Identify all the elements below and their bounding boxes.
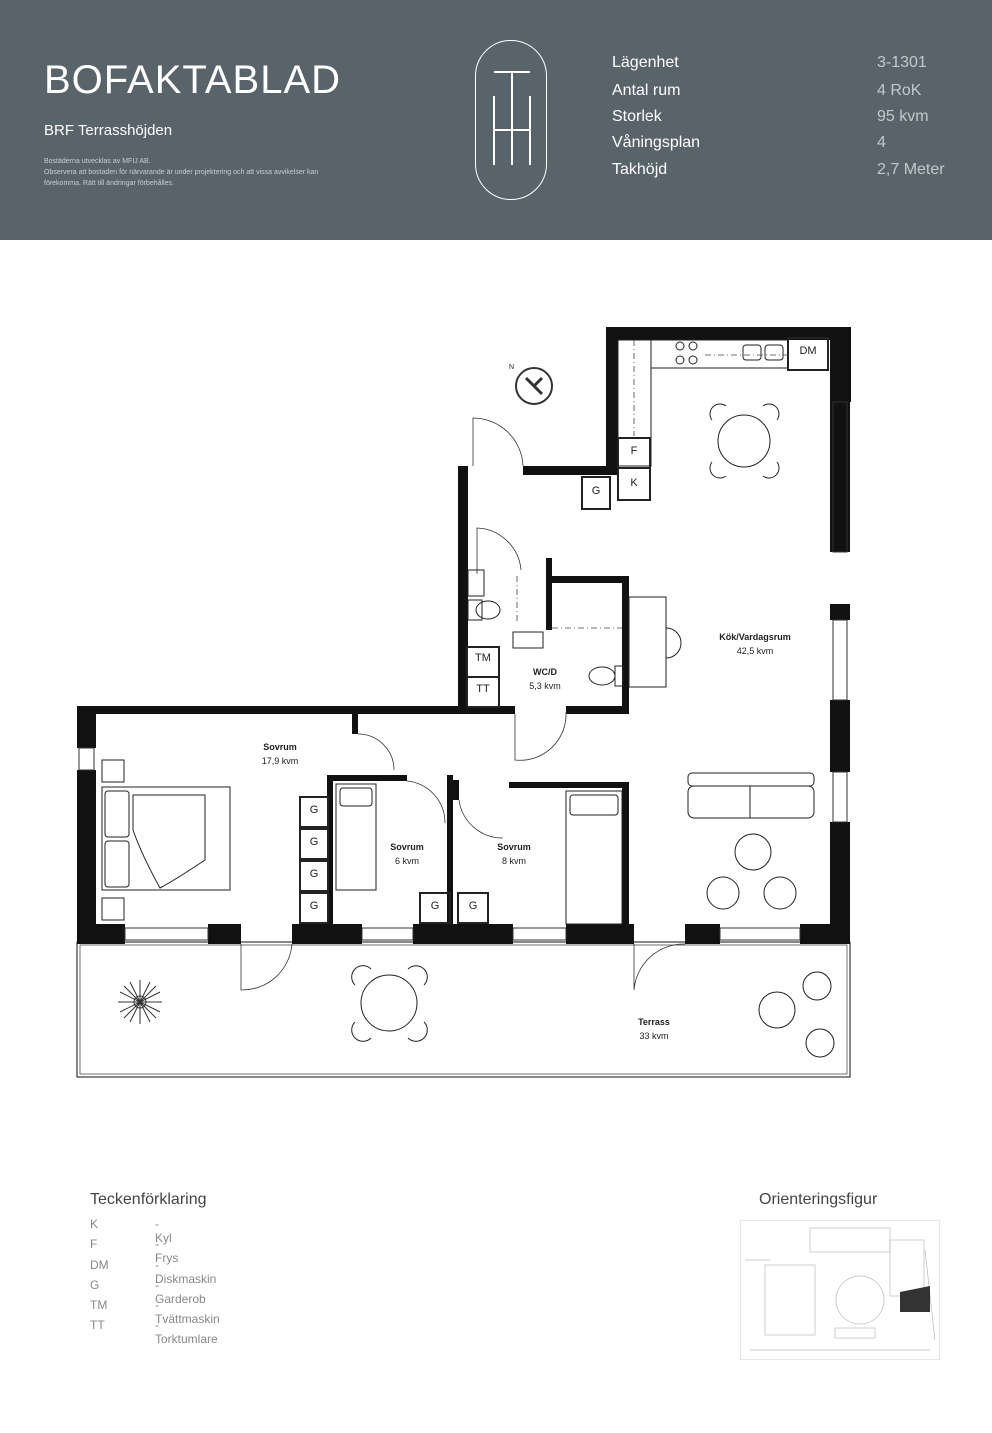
fact-row: Lägenhet 3-1301: [612, 54, 952, 78]
room-area: 33 kvm: [639, 1031, 669, 1041]
fact-value: 3-1301: [877, 54, 927, 71]
legend-desc: - Garderob: [155, 1277, 206, 1306]
fact-row: Storlek 95 kvm: [612, 108, 952, 132]
legend-abbr: TT: [90, 1318, 105, 1333]
legend-desc: - Torktumlare: [155, 1318, 218, 1347]
room-name: Sovrum: [263, 742, 297, 752]
header: BOFAKTABLAD BRF Terrasshöjden Bostäderna…: [0, 0, 992, 240]
plant-icon: [118, 980, 162, 1024]
room-label: Sovrum 8 kvm: [484, 842, 544, 866]
tag-k: K: [630, 477, 638, 489]
legend-abbr: F: [90, 1237, 98, 1252]
legend-abbr: G: [90, 1277, 100, 1292]
fact-label: Takhöjd: [612, 161, 668, 178]
fact-value: 4 RoK: [877, 82, 922, 99]
tag-g: G: [430, 900, 440, 912]
room-name: WC/D: [533, 667, 557, 677]
tag-dm: DM: [799, 345, 817, 357]
tag-g: G: [309, 900, 319, 912]
tag-g: G: [468, 900, 478, 912]
association-name: BRF Terrasshöjden: [44, 122, 173, 139]
tag-g: G: [309, 868, 319, 880]
legend-abbr: DM: [90, 1257, 109, 1272]
fact-label: Antal rum: [612, 82, 681, 99]
legend-desc: - Diskmaskin: [155, 1257, 217, 1286]
legend-desc: - Tvättmaskin: [155, 1298, 220, 1327]
disclaimer-line: Bostäderna utvecklas av MFIJ AB.: [44, 158, 151, 165]
th-logo: [475, 40, 547, 200]
room-area: 42,5 kvm: [736, 646, 774, 656]
tag-f: F: [630, 445, 638, 457]
tag-g: G: [309, 804, 319, 816]
disclaimer: Bostäderna utvecklas av MFIJ AB. Observe…: [44, 156, 389, 189]
room-area: 8 kvm: [501, 856, 526, 866]
disclaimer-line: Observera att bostaden för närvarande är…: [44, 169, 319, 176]
room-area: 17,9 kvm: [261, 756, 299, 766]
room-label: Sovrum 6 kvm: [377, 842, 437, 866]
fact-row: Våningsplan 4: [612, 134, 952, 158]
tag-tt: TT: [476, 683, 490, 695]
tag-tm: TM: [475, 652, 491, 664]
fact-label: Lägenhet: [612, 54, 679, 71]
room-area: 6 kvm: [394, 856, 419, 866]
fact-row: Takhöjd 2,7 Meter: [612, 161, 952, 185]
room-label: Kök/Vardagsrum 42,5 kvm: [710, 632, 800, 656]
compass-north-label: N: [509, 364, 515, 371]
room-name: Kök/Vardagsrum: [719, 632, 791, 642]
room-name: Sovrum: [390, 842, 424, 852]
th-logo-mark: [493, 71, 531, 165]
compass-icon: [515, 367, 553, 405]
room-label: Terrass 33 kvm: [624, 1017, 684, 1041]
fact-row: Antal rum 4 RoK: [612, 82, 952, 106]
fact-value: 4: [877, 134, 886, 151]
room-name: Sovrum: [497, 842, 531, 852]
tag-g: G: [309, 836, 319, 848]
tag-g: G: [591, 485, 601, 497]
room-label: WC/D 5,3 kvm: [515, 667, 575, 691]
orientation-map: [740, 1220, 940, 1360]
legend-abbr: K: [90, 1217, 99, 1231]
legend-title: Teckenförklaring: [90, 1191, 207, 1208]
fact-value: 2,7 Meter: [877, 161, 945, 178]
legend-desc: - Frys: [155, 1237, 179, 1266]
fact-label: Storlek: [612, 108, 662, 125]
room-label: Sovrum 17,9 kvm: [250, 742, 310, 766]
walls: [77, 327, 851, 944]
disclaimer-line: förekomma. Rätt till ändringar förbehåll…: [44, 180, 174, 187]
legend-desc: - Kyl: [155, 1217, 172, 1245]
orientation-title: Orienteringsfigur: [759, 1191, 878, 1208]
legend-abbr: TM: [90, 1298, 108, 1313]
page-title: BOFAKTABLAD: [44, 58, 342, 102]
terrace-outline: [76, 941, 851, 1078]
room-area: 5,3 kvm: [529, 681, 561, 691]
fact-value: 95 kvm: [877, 108, 929, 125]
room-name: Terrass: [638, 1017, 670, 1027]
fact-label: Våningsplan: [612, 134, 701, 151]
